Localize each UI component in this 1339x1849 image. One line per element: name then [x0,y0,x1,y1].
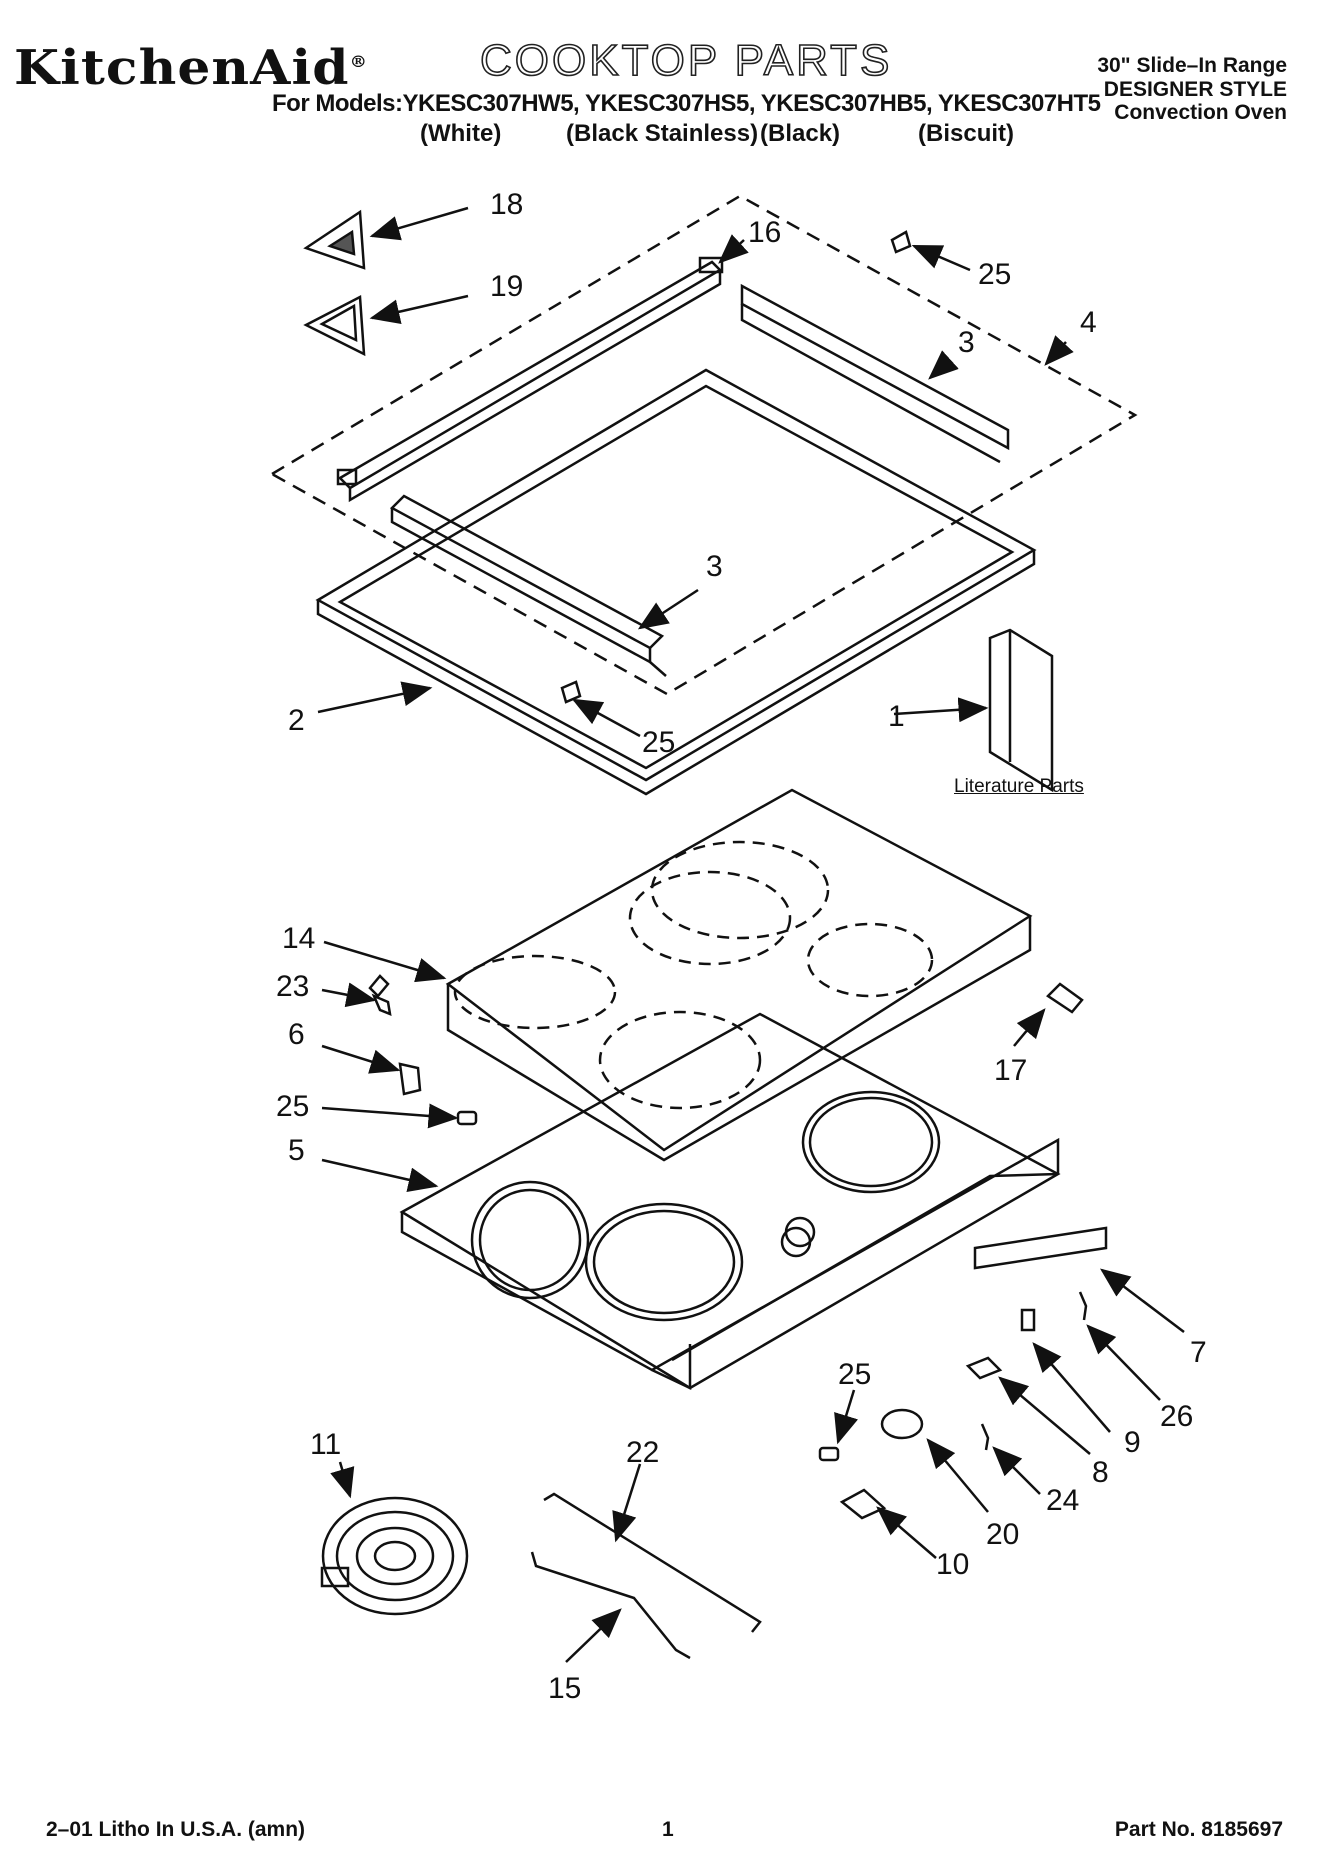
cooktop-glass-part-14 [445,788,1033,1162]
screw-part-25-mid [560,680,582,704]
color-black: (Black) [760,120,841,147]
callout-23: 23 [276,970,309,1003]
callout-15: 15 [548,1672,581,1705]
callout-14: 14 [282,922,315,955]
screw-part-25-low [818,1446,840,1462]
callout-25-top: 25 [978,258,1011,291]
bracket-part-3-upper [740,283,1010,464]
literature-part-1 [988,628,1054,793]
callout-25-left: 25 [276,1090,309,1123]
callout-3-lower: 3 [706,550,723,583]
bar-part-7 [973,1226,1108,1270]
rear-trim-part-16 [336,256,724,503]
callout-16: 16 [748,216,781,249]
assembly-outline [269,194,1138,696]
callout-26: 26 [1160,1400,1193,1433]
callout-11: 11 [310,1428,341,1461]
page-title: COOKTOP PARTS [479,35,893,86]
page-number: 1 [662,1818,674,1841]
bracket-part-3-lower [389,494,667,677]
stud-part-9 [1020,1308,1036,1332]
callout-9: 9 [1124,1426,1141,1459]
clip-part-23 [368,974,392,1016]
callout-17: 17 [994,1054,1027,1087]
models-line: For Models:YKESC307HW5, YKESC307HS5, YKE… [272,90,1101,117]
bracket-part-20 [880,1408,924,1440]
screw-part-24 [980,1423,990,1451]
element-part-11 [320,1496,469,1616]
color-white: (White) [420,120,502,147]
badge-part-18 [303,209,366,270]
switch-part-10 [839,1488,887,1520]
literature-parts-label: Literature Parts [954,776,1084,797]
clip-part-6 [398,1062,422,1096]
callout-20: 20 [986,1518,1019,1551]
callout-25-low: 25 [838,1358,871,1391]
range-oven: Convection Oven [1114,101,1287,124]
callout-22: 22 [626,1436,659,1469]
frame-gasket-part-2 [315,368,1037,796]
part-number: Part No. 8185697 [1114,1818,1283,1841]
color-black-stainless: (Black Stainless) [566,120,759,147]
kitchenaid-logo: KitchenAid® [14,40,368,96]
callout-4: 4 [1080,306,1097,339]
callout-2: 2 [288,704,305,737]
callout-10: 10 [936,1548,969,1581]
callout-1: 1 [888,700,905,733]
range-style: DESIGNER STYLE [1103,78,1287,101]
wire-part-15 [530,1551,691,1660]
callout-7: 7 [1190,1336,1207,1369]
callout-6: 6 [288,1018,305,1051]
callout-24: 24 [1046,1484,1079,1517]
callout-8: 8 [1092,1456,1109,1489]
callout-3-upper: 3 [958,326,975,359]
bracket-part-17 [1046,982,1084,1014]
callout-18: 18 [490,188,523,221]
bracket-part-8 [965,1356,1003,1380]
gasket-part-19 [303,295,366,357]
screw-part-26 [1078,1291,1088,1321]
callout-5: 5 [288,1134,305,1167]
color-biscuit: (Biscuit) [918,120,1014,147]
range-type: 30" Slide–In Range [1097,54,1287,77]
callout-19: 19 [490,270,523,303]
screw-part-25-left [456,1110,478,1126]
burner-box-part-5 [399,1012,1061,1390]
footer-litho: 2–01 Litho In U.S.A. (amn) [46,1818,306,1841]
screw-part-25-top [890,230,912,254]
callout-25-mid: 25 [642,726,675,759]
wire-part-22 [543,1492,762,1633]
